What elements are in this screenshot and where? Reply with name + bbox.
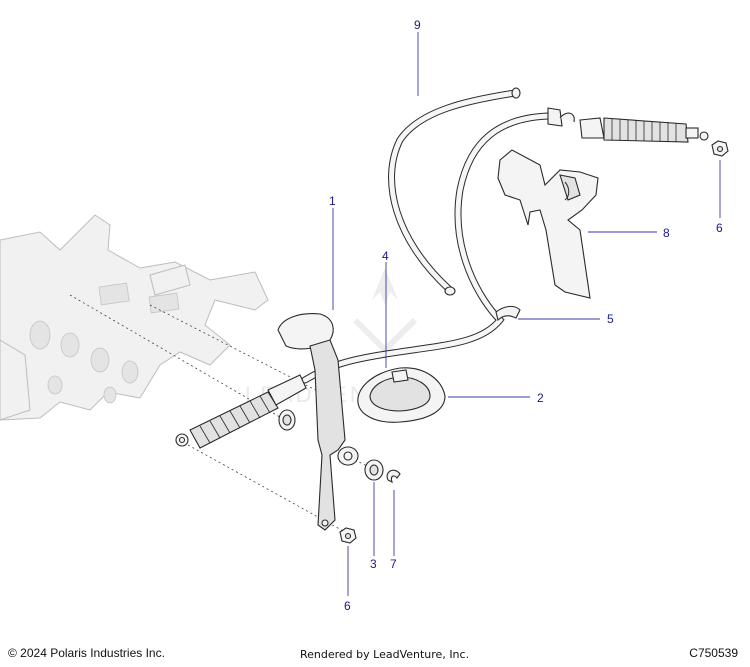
clip-part xyxy=(386,469,401,484)
callout-6-lower: 6 xyxy=(344,599,351,613)
callout-5: 5 xyxy=(607,312,614,326)
nut-lower-part xyxy=(339,527,357,544)
callout-3: 3 xyxy=(370,557,377,571)
callout-9: 9 xyxy=(414,18,421,32)
bushing-part xyxy=(278,409,296,431)
frame-assembly xyxy=(0,214,269,421)
leader-lines xyxy=(332,32,721,596)
bracket-part xyxy=(497,149,599,299)
nut-upper-part xyxy=(711,140,729,157)
callout-6-upper: 6 xyxy=(716,221,723,235)
rendered-by-text: Rendered by LeadVenture, Inc. xyxy=(300,648,470,661)
diagram-id-text: C750539 xyxy=(689,646,738,660)
shift-lever-part xyxy=(277,313,359,531)
callout-4: 4 xyxy=(382,249,389,263)
callout-1: 1 xyxy=(329,194,336,208)
callout-8: 8 xyxy=(663,226,670,240)
callout-2: 2 xyxy=(537,391,544,405)
alignment-lines xyxy=(69,294,376,533)
watermark-logo xyxy=(352,268,418,355)
copyright-text: © 2024 Polaris Industries Inc. xyxy=(8,646,165,660)
callout-7: 7 xyxy=(390,557,397,571)
shift-boot-part xyxy=(357,367,446,423)
washer-part xyxy=(364,459,384,481)
shift-cable-part xyxy=(175,107,709,449)
hose-part xyxy=(388,87,521,296)
